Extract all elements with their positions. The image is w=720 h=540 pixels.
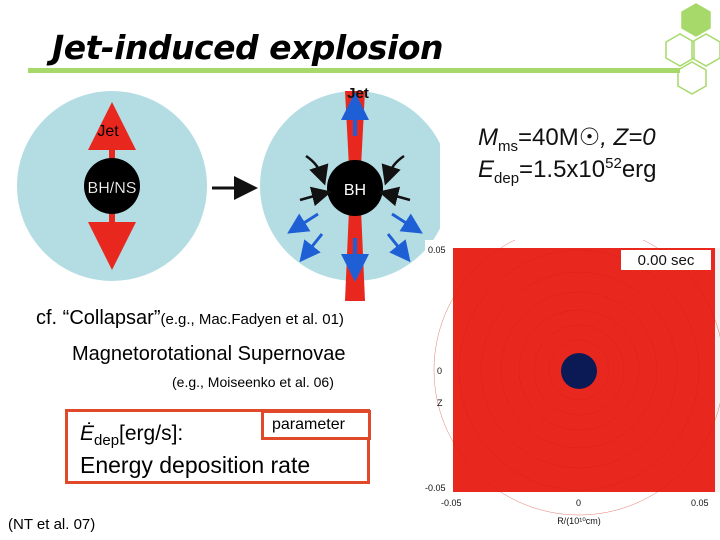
x-tick-right: 0.05 <box>691 498 709 508</box>
collapsar-ref: (e.g., Mac.Fadyen et al. 01) <box>160 311 344 328</box>
time-label-box <box>621 250 711 270</box>
edep-unit: erg <box>621 156 657 184</box>
sun-symbol-icon: ☉ <box>578 124 601 151</box>
mass-symbol: M <box>478 124 498 151</box>
collapsar-line: cf. “Collapsar”(e.g., Mac.Fadyen et al. … <box>36 307 344 330</box>
rate-symbol: Ė <box>80 422 95 445</box>
black-infall-arrow-tr <box>381 154 405 186</box>
mass-value: =40M <box>518 124 579 151</box>
energy-rate-desc: Energy deposition rate <box>80 452 311 478</box>
x-tick-mid: 0 <box>576 498 581 508</box>
edep-value: =1.5x10 <box>519 156 606 184</box>
blue-arrow-left2 <box>299 233 324 263</box>
edep-symbol: E <box>478 156 495 184</box>
y-tick-top: 0.05 <box>428 245 446 255</box>
x-axis-label: R/(10¹⁰cm) <box>557 516 601 526</box>
energy-line: Edep=1.5x1052erg <box>478 155 657 187</box>
title-underline <box>28 68 680 73</box>
simulation-snapshot: 0.00 sec 0.05 0 -0.05 Z -0.05 0 0.05 R/(… <box>425 240 720 540</box>
hexagon-decoration-icon <box>665 3 720 95</box>
black-infall-arrow-br <box>378 186 411 207</box>
y-axis-label: Z <box>437 398 443 408</box>
energy-rate-box <box>65 409 370 484</box>
mass-subscript: ms <box>498 137 518 155</box>
parameter-box <box>261 410 371 440</box>
left-jet-label: Jet <box>97 123 119 140</box>
left-core <box>84 158 140 214</box>
y-tick-mid: 0 <box>437 366 442 376</box>
edep-exponent: 52 <box>605 155 622 173</box>
x-tick-left: -0.05 <box>441 498 462 508</box>
metallicity: , Z=0 <box>600 124 656 151</box>
right-core <box>327 160 383 216</box>
nt-reference: (NT et al. 07) <box>8 516 96 533</box>
blue-arrow-left <box>287 212 319 234</box>
edep-subscript: dep <box>494 169 520 187</box>
left-core-label: BH/NS <box>88 180 137 197</box>
right-core-label: BH <box>344 182 366 199</box>
mrsn-text: Magnetorotational Supernovae <box>72 343 346 365</box>
slide-title: Jet-induced explosion <box>52 28 444 67</box>
black-infall-arrow-bl <box>299 186 332 207</box>
jet-explosion-diagram: Jet BH/NS Jet BH <box>17 85 440 301</box>
simulation-core <box>561 353 597 389</box>
rate-symbol-line: Ėdep[erg/s]: <box>80 422 183 449</box>
blue-arrow-right <box>391 212 423 234</box>
mrsn-ref: (e.g., Moiseenko et al. 06) <box>172 374 334 390</box>
right-jet-label: Jet <box>347 85 369 102</box>
model-parameters: Mms=40M☉, Z=0 Edep=1.5x1052erg <box>478 124 657 187</box>
rate-subscript: dep <box>94 432 120 450</box>
blue-arrow-right2 <box>386 233 411 263</box>
parameter-label: parameter <box>272 416 345 433</box>
collapsar-text: cf. “Collapsar” <box>36 307 161 329</box>
mass-line: Mms=40M☉, Z=0 <box>478 124 657 155</box>
time-label: 0.00 sec <box>638 252 695 269</box>
black-infall-arrow-tl <box>305 154 329 186</box>
rate-unit: [erg/s]: <box>119 422 184 445</box>
y-tick-bottom: -0.05 <box>425 483 446 493</box>
